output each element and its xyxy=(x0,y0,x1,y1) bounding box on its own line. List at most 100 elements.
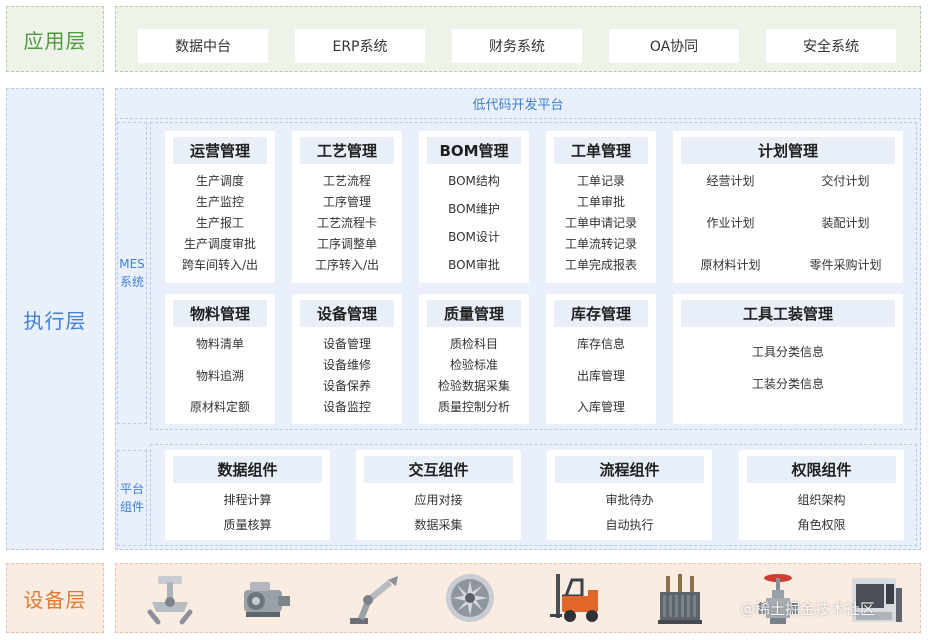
component-item[interactable]: 质量核算 xyxy=(223,518,272,532)
module-item[interactable]: 工序管理 xyxy=(322,195,371,209)
module-title: BOM管理 xyxy=(427,137,521,164)
module-item[interactable]: 工单流转记录 xyxy=(564,237,637,251)
module-title: 工艺管理 xyxy=(300,137,394,164)
module-item[interactable]: 生产调度 xyxy=(195,174,244,188)
module-item[interactable]: 工序转入/出 xyxy=(314,258,380,272)
component-item[interactable]: 应用对接 xyxy=(414,493,463,507)
module-card-inventory[interactable]: 库存管理 库存信息 出库管理 入库管理 xyxy=(546,294,656,424)
module-item[interactable]: 工艺流程 xyxy=(322,174,371,188)
module-item[interactable]: 库存信息 xyxy=(576,337,625,351)
component-item[interactable]: 自动执行 xyxy=(605,518,654,532)
watermark: @稀土掘金技术社区 xyxy=(740,600,876,618)
module-item[interactable]: 跨车间转入/出 xyxy=(181,258,259,272)
module-item[interactable]: 作业计划 xyxy=(706,216,755,230)
component-title: 权限组件 xyxy=(747,456,896,483)
module-item[interactable]: 经营计划 xyxy=(706,174,755,188)
module-card-craft[interactable]: 工艺管理 工艺流程 工序管理 工艺流程卡 工序调整单 工序转入/出 xyxy=(292,131,402,283)
robot-arm-icon xyxy=(147,576,193,625)
application-layer-label: 应用层 xyxy=(6,6,104,72)
module-item[interactable]: BOM维护 xyxy=(448,202,500,216)
module-card-workorder[interactable]: 工单管理 工单记录 工单审批 工单申请记录 工单流转记录 工单完成报表 xyxy=(546,131,656,283)
module-card-tooling[interactable]: 工具工装管理 工具分类信息 工装分类信息 xyxy=(673,294,903,424)
component-title: 流程组件 xyxy=(555,456,704,483)
device-layer-label: 设备层 xyxy=(6,563,104,633)
module-item[interactable]: 原材料定额 xyxy=(189,400,250,414)
module-card-ops[interactable]: 运营管理 生产调度 生产监控 生产报工 生产调度审批 跨车间转入/出 xyxy=(165,131,275,283)
module-title: 物料管理 xyxy=(173,300,267,327)
app-system-erp[interactable]: ERP系统 xyxy=(295,29,425,63)
component-card-permission[interactable]: 权限组件 组织架构 角色权限 xyxy=(739,450,904,540)
module-item[interactable]: BOM审批 xyxy=(448,258,500,272)
module-item[interactable]: 工具分类信息 xyxy=(751,345,824,359)
component-title: 交互组件 xyxy=(364,456,513,483)
module-item[interactable]: 装配计划 xyxy=(821,216,870,230)
module-item[interactable]: 生产监控 xyxy=(195,195,244,209)
module-item[interactable]: 设备保养 xyxy=(322,379,371,393)
turbine-icon xyxy=(446,574,494,622)
module-title: 设备管理 xyxy=(300,300,394,327)
module-item[interactable]: 设备监控 xyxy=(322,400,371,414)
platform-label-line2: 组件 xyxy=(119,500,144,514)
module-card-quality[interactable]: 质量管理 质检科目 检验标准 检验数据采集 质量控制分析 xyxy=(419,294,529,424)
app-system-finance[interactable]: 财务系统 xyxy=(452,29,582,63)
module-item[interactable]: 质检科目 xyxy=(449,337,498,351)
module-title: 库存管理 xyxy=(554,300,648,327)
cnc-machine-icon xyxy=(852,578,902,622)
module-item[interactable]: 工单记录 xyxy=(576,174,625,188)
module-item[interactable]: 生产调度审批 xyxy=(183,237,256,251)
component-card-data[interactable]: 数据组件 排程计算 质量核算 xyxy=(165,450,330,540)
component-card-flow[interactable]: 流程组件 审批待办 自动执行 xyxy=(547,450,712,540)
module-item[interactable]: 物料追溯 xyxy=(195,369,244,383)
module-item[interactable]: 零件采购计划 xyxy=(809,258,882,272)
module-item[interactable]: 工装分类信息 xyxy=(751,377,824,391)
module-item[interactable]: 质量控制分析 xyxy=(437,400,510,414)
platform-components-label: 平台 组件 xyxy=(117,450,147,546)
module-item[interactable]: 入库管理 xyxy=(576,400,625,414)
component-item[interactable]: 数据采集 xyxy=(414,518,463,532)
lowcode-platform-title: 低代码开发平台 xyxy=(472,97,564,113)
module-item[interactable]: 物料清单 xyxy=(195,337,244,351)
module-item[interactable]: BOM设计 xyxy=(448,230,500,244)
application-layer: 数据中台 ERP系统 财务系统 OA协同 安全系统 xyxy=(115,6,921,72)
module-item[interactable]: 生产报工 xyxy=(195,216,244,230)
execution-layer-label: 执行层 xyxy=(6,88,104,550)
module-item[interactable]: 检验标准 xyxy=(449,358,498,372)
module-item[interactable]: BOM结构 xyxy=(448,174,500,188)
module-item[interactable]: 设备管理 xyxy=(322,337,371,351)
module-item[interactable]: 设备维修 xyxy=(322,358,371,372)
module-item[interactable]: 原材料计划 xyxy=(700,258,761,272)
valve-icon xyxy=(758,574,798,624)
component-item[interactable]: 组织架构 xyxy=(797,493,846,507)
module-item[interactable]: 交付计划 xyxy=(821,174,870,188)
component-card-interaction[interactable]: 交互组件 应用对接 数据采集 xyxy=(356,450,521,540)
mes-system-label: MES 系统 xyxy=(117,122,147,424)
mes-label-line1: MES xyxy=(119,257,145,271)
module-card-bom[interactable]: BOM管理 BOM结构 BOM维护 BOM设计 BOM审批 xyxy=(419,131,529,283)
component-item[interactable]: 审批待办 xyxy=(605,493,654,507)
app-system-security[interactable]: 安全系统 xyxy=(766,29,896,63)
forklift-icon xyxy=(550,574,598,622)
industrial-robot-icon xyxy=(350,576,398,624)
module-card-equipment[interactable]: 设备管理 设备管理 设备维修 设备保养 设备监控 xyxy=(292,294,402,424)
module-item[interactable]: 工单审批 xyxy=(576,195,625,209)
lowcode-platform-frame xyxy=(115,118,921,550)
module-title: 运营管理 xyxy=(173,137,267,164)
module-card-material[interactable]: 物料管理 物料清单 物料追溯 原材料定额 xyxy=(165,294,275,424)
module-item[interactable]: 工单申请记录 xyxy=(564,216,637,230)
module-item[interactable]: 检验数据采集 xyxy=(437,379,510,393)
component-item[interactable]: 排程计算 xyxy=(223,493,272,507)
transformer-icon xyxy=(658,574,702,624)
mes-label-line2: 系统 xyxy=(119,275,144,289)
module-item[interactable]: 工序调整单 xyxy=(316,237,377,251)
app-system-data-platform[interactable]: 数据中台 xyxy=(138,29,268,63)
platform-label-line1: 平台 xyxy=(119,482,144,496)
module-title: 计划管理 xyxy=(681,137,895,164)
app-system-oa[interactable]: OA协同 xyxy=(609,29,739,63)
module-item[interactable]: 工艺流程卡 xyxy=(316,216,377,230)
module-card-plan[interactable]: 计划管理 经营计划 交付计划 作业计划 装配计划 原材料计划 零件采购计划 xyxy=(673,131,903,283)
gearbox-icon xyxy=(244,582,290,617)
module-item[interactable]: 工单完成报表 xyxy=(564,258,637,272)
component-item[interactable]: 角色权限 xyxy=(797,518,846,532)
module-item[interactable]: 出库管理 xyxy=(576,369,625,383)
platform-component-area xyxy=(150,444,917,546)
